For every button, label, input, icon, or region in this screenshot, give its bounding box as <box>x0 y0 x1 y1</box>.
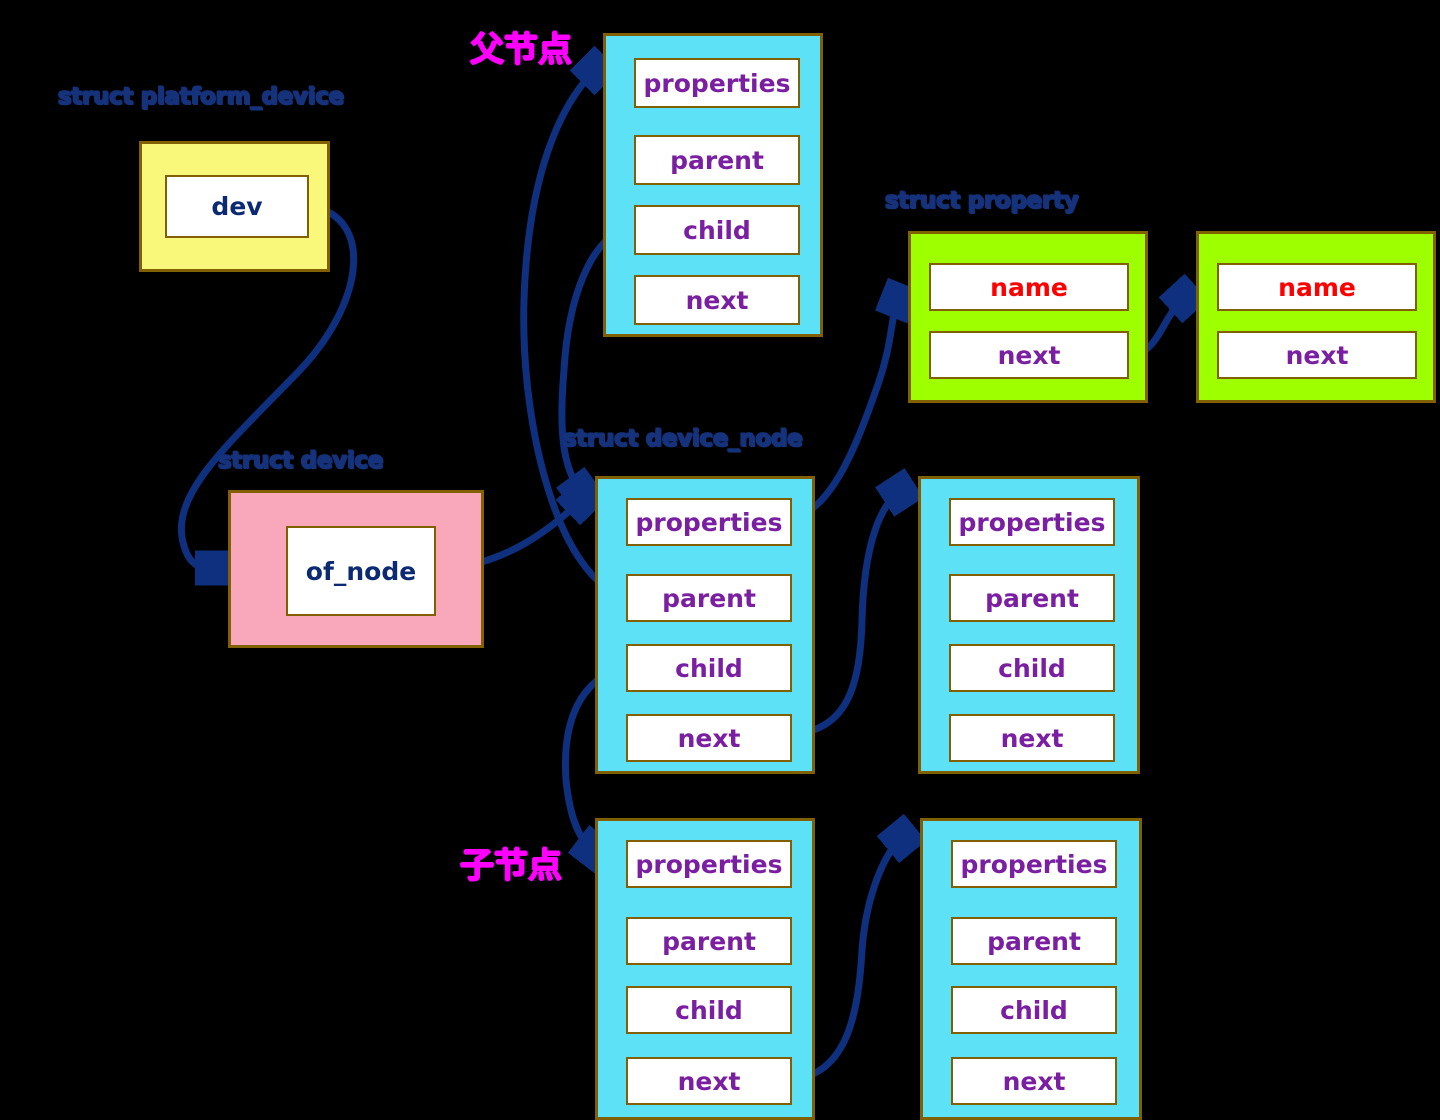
field-properties[interactable]: properties <box>634 58 800 108</box>
field-child[interactable]: child <box>634 205 800 255</box>
struct-device-box: of_node <box>228 490 484 648</box>
struct-device-node-child-box: properties parent child next <box>595 818 815 1120</box>
field-next[interactable]: next <box>626 1057 792 1105</box>
struct-device-node-middle-sibling-box: properties parent child next <box>918 476 1140 774</box>
field-properties[interactable]: properties <box>951 840 1117 888</box>
caption-struct-device: struct device <box>218 448 384 474</box>
caption-struct-property: struct property <box>885 188 1079 214</box>
field-next[interactable]: next <box>929 331 1129 379</box>
field-child[interactable]: child <box>951 986 1117 1034</box>
field-parent[interactable]: parent <box>634 135 800 185</box>
struct-device-node-parent-box: properties parent child next <box>603 33 823 337</box>
struct-platform-device-box: dev <box>139 141 330 272</box>
struct-device-node-middle-box: properties parent child next <box>595 476 815 774</box>
label-child-node-cjk: 子节点 <box>460 846 562 886</box>
field-parent[interactable]: parent <box>951 917 1117 965</box>
field-of-node[interactable]: of_node <box>286 526 436 616</box>
field-properties[interactable]: properties <box>626 498 792 546</box>
field-child[interactable]: child <box>626 644 792 692</box>
field-next[interactable]: next <box>626 714 792 762</box>
field-next[interactable]: next <box>1217 331 1417 379</box>
field-dev[interactable]: dev <box>165 175 309 238</box>
struct-property-first-box: name next <box>908 231 1148 403</box>
field-child[interactable]: child <box>626 986 792 1034</box>
field-properties[interactable]: properties <box>949 498 1115 546</box>
label-parent-node-cjk: 父节点 <box>470 30 572 70</box>
field-properties[interactable]: properties <box>626 840 792 888</box>
field-next[interactable]: next <box>634 275 800 325</box>
struct-device-node-child-sibling-box: properties parent child next <box>920 818 1142 1120</box>
caption-struct-device-node: struct device_node <box>563 426 803 452</box>
field-parent[interactable]: parent <box>949 574 1115 622</box>
field-parent[interactable]: parent <box>626 574 792 622</box>
field-name[interactable]: name <box>1217 263 1417 311</box>
field-parent[interactable]: parent <box>626 917 792 965</box>
field-child[interactable]: child <box>949 644 1115 692</box>
field-next[interactable]: next <box>951 1057 1117 1105</box>
caption-struct-platform-device: struct platform_device <box>58 84 345 110</box>
field-next[interactable]: next <box>949 714 1115 762</box>
field-name[interactable]: name <box>929 263 1129 311</box>
struct-property-second-box: name next <box>1196 231 1436 403</box>
